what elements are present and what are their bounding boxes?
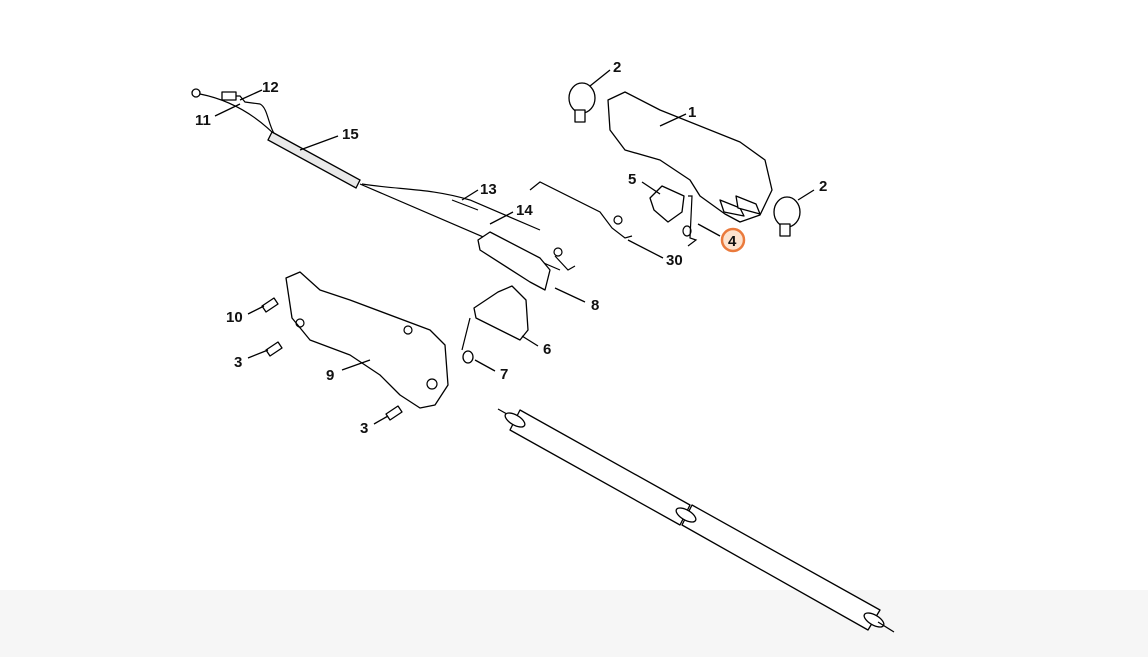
wire-harness (191, 88, 276, 136)
callout-4-highlighted[interactable]: 4 (728, 233, 737, 250)
drive-tube (497, 408, 895, 633)
callout-14[interactable]: 14 (516, 202, 533, 219)
callout-15[interactable]: 15 (342, 126, 359, 143)
background-floor (0, 590, 1148, 657)
callout-7[interactable]: 7 (500, 366, 508, 383)
interlock-lever (461, 285, 529, 364)
switch (649, 185, 685, 223)
screws (261, 297, 403, 421)
callout-1[interactable]: 1 (688, 104, 696, 121)
callout-5[interactable]: 5 (628, 171, 636, 188)
front-handle-housing (607, 91, 773, 223)
clamps (568, 82, 801, 237)
callout-13[interactable]: 13 (480, 181, 497, 198)
callout-3-lower[interactable]: 3 (360, 420, 368, 437)
callout-11[interactable]: 11 (195, 112, 211, 129)
callout-12[interactable]: 12 (262, 79, 279, 96)
callout-30[interactable]: 30 (666, 252, 683, 269)
throttle-trigger (477, 231, 576, 291)
callout-2-right[interactable]: 2 (819, 178, 827, 195)
highlight-circle (720, 227, 746, 253)
callout-3[interactable]: 3 (234, 354, 242, 371)
callout-10[interactable]: 10 (226, 309, 243, 326)
callout-8[interactable]: 8 (591, 297, 599, 314)
spring (529, 181, 633, 239)
throttle-cable (267, 131, 561, 271)
callout-2[interactable]: 2 (613, 59, 621, 76)
leader-lines (214, 69, 815, 425)
rear-handle-housing (285, 271, 449, 409)
callout-6[interactable]: 6 (543, 341, 551, 358)
part-4-spring (682, 195, 698, 247)
callout-9[interactable]: 9 (326, 367, 334, 384)
